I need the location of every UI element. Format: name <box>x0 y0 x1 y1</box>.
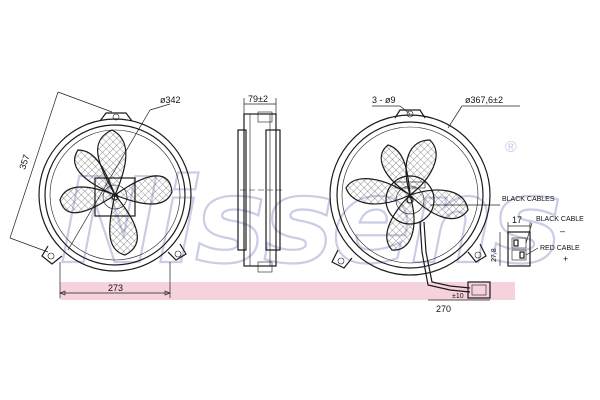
watermark-band <box>60 282 515 300</box>
connector-black-polarity: – <box>560 226 565 236</box>
front-width-label: 273 <box>108 283 123 293</box>
connector-black-cable-label: BLACK CABLE <box>536 216 584 223</box>
rear-cable-length-label: 270 <box>436 304 451 314</box>
front-height-label: 357 <box>17 153 31 170</box>
connector-red-polarity: + <box>563 254 568 264</box>
rear-cable-tolerance-label: ±10 <box>452 293 464 300</box>
side-depth-label: 79±2 <box>248 94 268 104</box>
side-view: 79±2 <box>237 94 284 273</box>
rear-cable-label: BLACK CABLES <box>502 196 555 203</box>
connector-height-label: 27,8 <box>491 248 498 262</box>
rear-diameter-label: ø367,6±2 <box>465 95 503 105</box>
front-diameter-label: ø342 <box>160 95 181 105</box>
registered-mark: ® <box>505 139 517 156</box>
rear-holes-label: 3 - ø9 <box>372 95 396 105</box>
connector-width-label: 17 <box>512 215 522 225</box>
connector-red-cable-label: RED CABLE <box>540 245 580 252</box>
rear-view: 3 - ø9 ø367,6±2 BLACK CABLES ±10 270 <box>329 95 555 314</box>
brand-watermark: Nissens <box>60 152 560 290</box>
connector-detail: 17 27,8 BLACK CABLE – RED CABLE + <box>491 215 584 267</box>
front-view: ø342 357 273 <box>9 91 192 298</box>
